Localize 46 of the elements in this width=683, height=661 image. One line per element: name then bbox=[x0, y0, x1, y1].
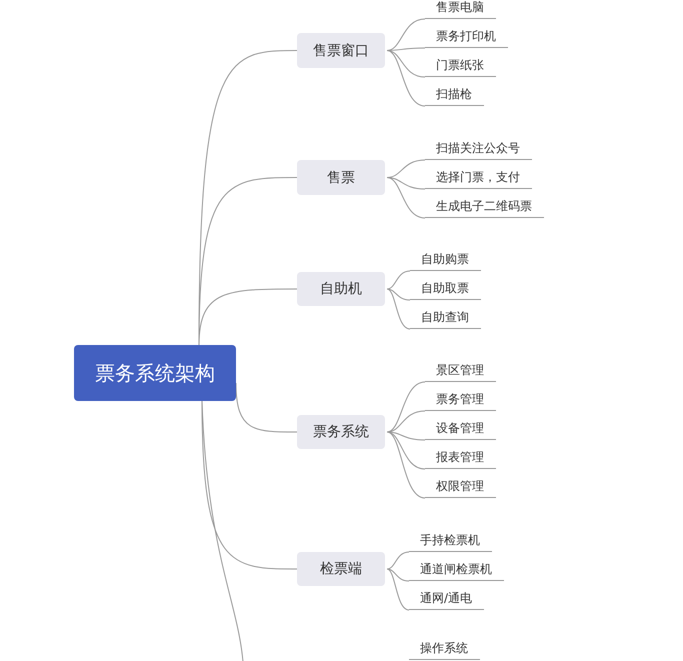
subtopic-label: 扫描关注公众号 bbox=[425, 138, 532, 160]
subtopic-label: 报表管理 bbox=[425, 447, 496, 469]
subtopic-label: 权限管理 bbox=[425, 476, 496, 498]
connector-line bbox=[386, 48, 426, 51]
connector-line bbox=[386, 552, 410, 570]
subtopic-label: 生成电子二维码票 bbox=[425, 196, 544, 218]
connector-line bbox=[386, 177, 426, 190]
subtopic-label: 自助查询 bbox=[410, 307, 481, 329]
topic-box: 自助机 bbox=[297, 272, 385, 306]
connector-line bbox=[198, 288, 298, 346]
connector-line bbox=[386, 432, 426, 440]
connector-line bbox=[386, 432, 426, 498]
connector-line bbox=[386, 18, 426, 51]
subtopic-label: 自助取票 bbox=[410, 278, 481, 300]
topic-box: 检票端 bbox=[297, 552, 385, 586]
connector-line bbox=[202, 400, 244, 661]
connector-line bbox=[386, 50, 426, 106]
connector-line bbox=[386, 568, 410, 582]
subtopic-label: 票务管理 bbox=[425, 389, 496, 411]
connector-line bbox=[386, 270, 410, 290]
topic-box: 票务系统 bbox=[297, 415, 385, 449]
topic-box: 售票窗口 bbox=[297, 33, 385, 68]
topic-box: 售票 bbox=[297, 160, 385, 195]
subtopic-label: 通网/通电 bbox=[409, 588, 484, 610]
connector-line bbox=[386, 177, 426, 218]
subtopic-label: 操作系统 bbox=[409, 638, 480, 660]
subtopic-label: 自助购票 bbox=[410, 249, 481, 271]
subtopic-label: 手持检票机 bbox=[409, 530, 492, 552]
subtopic-label: 扫描枪 bbox=[425, 84, 484, 106]
connector-line bbox=[386, 50, 426, 78]
connector-line bbox=[386, 160, 426, 178]
root-topic-box: 票务系统架构 bbox=[74, 345, 236, 401]
subtopic-label: 通道闸检票机 bbox=[409, 559, 504, 581]
subtopic-label: 门票纸张 bbox=[425, 55, 496, 77]
subtopic-label: 售票电脑 bbox=[425, 0, 496, 19]
connector-line bbox=[386, 288, 410, 330]
subtopic-label: 票务打印机 bbox=[425, 26, 508, 48]
connector-line bbox=[386, 410, 426, 432]
subtopic-label: 选择门票，支付 bbox=[425, 167, 532, 189]
subtopic-label: 景区管理 bbox=[425, 360, 496, 382]
connector-line bbox=[386, 288, 410, 300]
connector-line bbox=[386, 382, 426, 432]
subtopic-label: 设备管理 bbox=[425, 418, 496, 440]
connector-line bbox=[236, 382, 298, 432]
connector-line bbox=[386, 432, 426, 470]
connector-line bbox=[386, 568, 410, 610]
